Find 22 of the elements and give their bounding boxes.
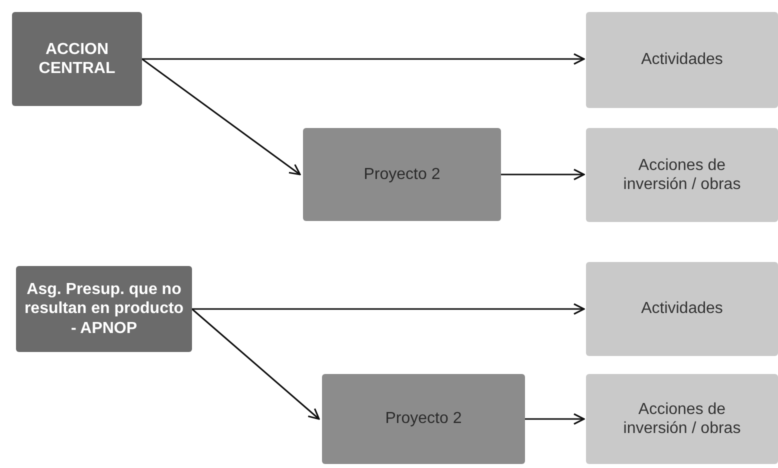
node-label: Acciones de inversión / obras [622,156,742,194]
process-box [303,128,501,221]
arrow [192,303,585,315]
arrow [525,413,585,425]
arrow [142,58,301,176]
process-box [12,12,142,106]
node-label: Actividades [641,299,723,319]
node-label: Acciones de inversión / obras [622,400,742,438]
node-label: Actividades [641,50,723,70]
arrow [191,308,320,420]
arrow [142,53,585,65]
process-box [586,374,778,464]
node-label: Proyecto 2 [364,164,440,184]
node-label: ACCION CENTRAL [38,40,116,78]
node-label: Asg. Presup. que no resultan en producto - APNOP [24,280,184,338]
process-box [586,128,778,222]
process-box [586,262,778,356]
node-label: Proyecto 2 [385,409,462,429]
arrow [501,168,585,180]
process-box [16,266,192,352]
process-box [586,12,778,108]
process-box [322,374,525,464]
